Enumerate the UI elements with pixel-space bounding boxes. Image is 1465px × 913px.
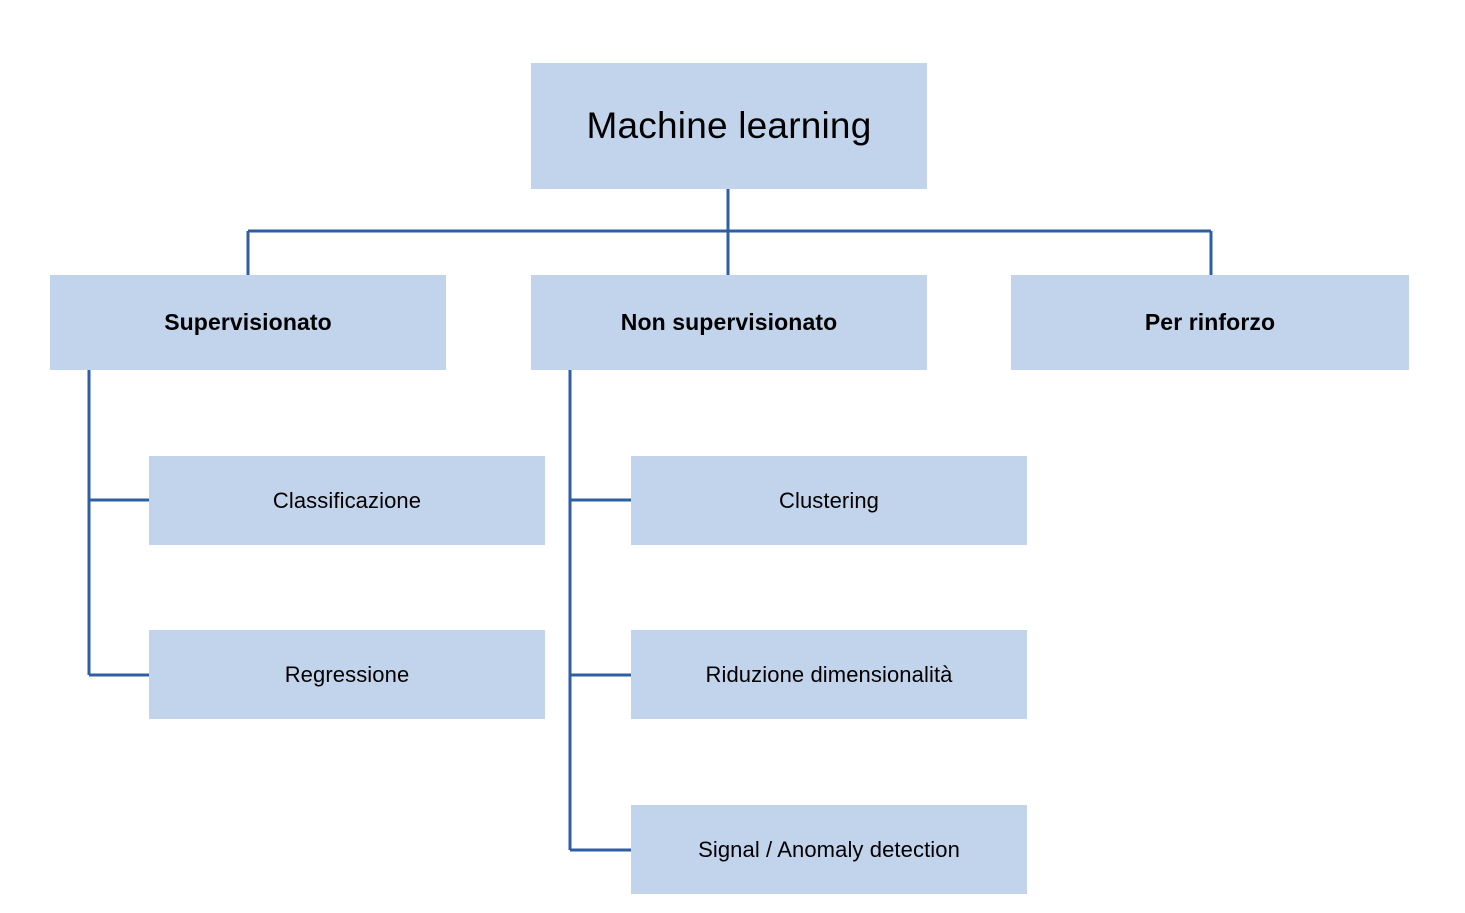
node-clustering[interactable]: Clustering xyxy=(631,456,1027,545)
node-label: Regressione xyxy=(284,661,410,687)
node-supervisionato[interactable]: Supervisionato xyxy=(50,275,446,370)
node-label: Supervisionato xyxy=(164,309,332,336)
node-riduzione-dimensionalita[interactable]: Riduzione dimensionalità xyxy=(631,630,1027,719)
node-machine-learning[interactable]: Machine learning xyxy=(531,63,927,189)
node-label: Machine learning xyxy=(586,104,872,146)
node-non-supervisionato[interactable]: Non supervisionato xyxy=(531,275,927,370)
node-regressione[interactable]: Regressione xyxy=(149,630,545,719)
node-label: Non supervisionato xyxy=(620,309,838,336)
node-label: Classificazione xyxy=(272,487,422,513)
node-label: Riduzione dimensionalità xyxy=(705,661,953,687)
node-label: Per rinforzo xyxy=(1144,309,1276,336)
node-label: Clustering xyxy=(778,487,880,513)
node-per-rinforzo[interactable]: Per rinforzo xyxy=(1011,275,1409,370)
node-signal-anomaly-detection[interactable]: Signal / Anomaly detection xyxy=(631,805,1027,894)
node-classificazione[interactable]: Classificazione xyxy=(149,456,545,545)
node-label: Signal / Anomaly detection xyxy=(698,836,960,862)
